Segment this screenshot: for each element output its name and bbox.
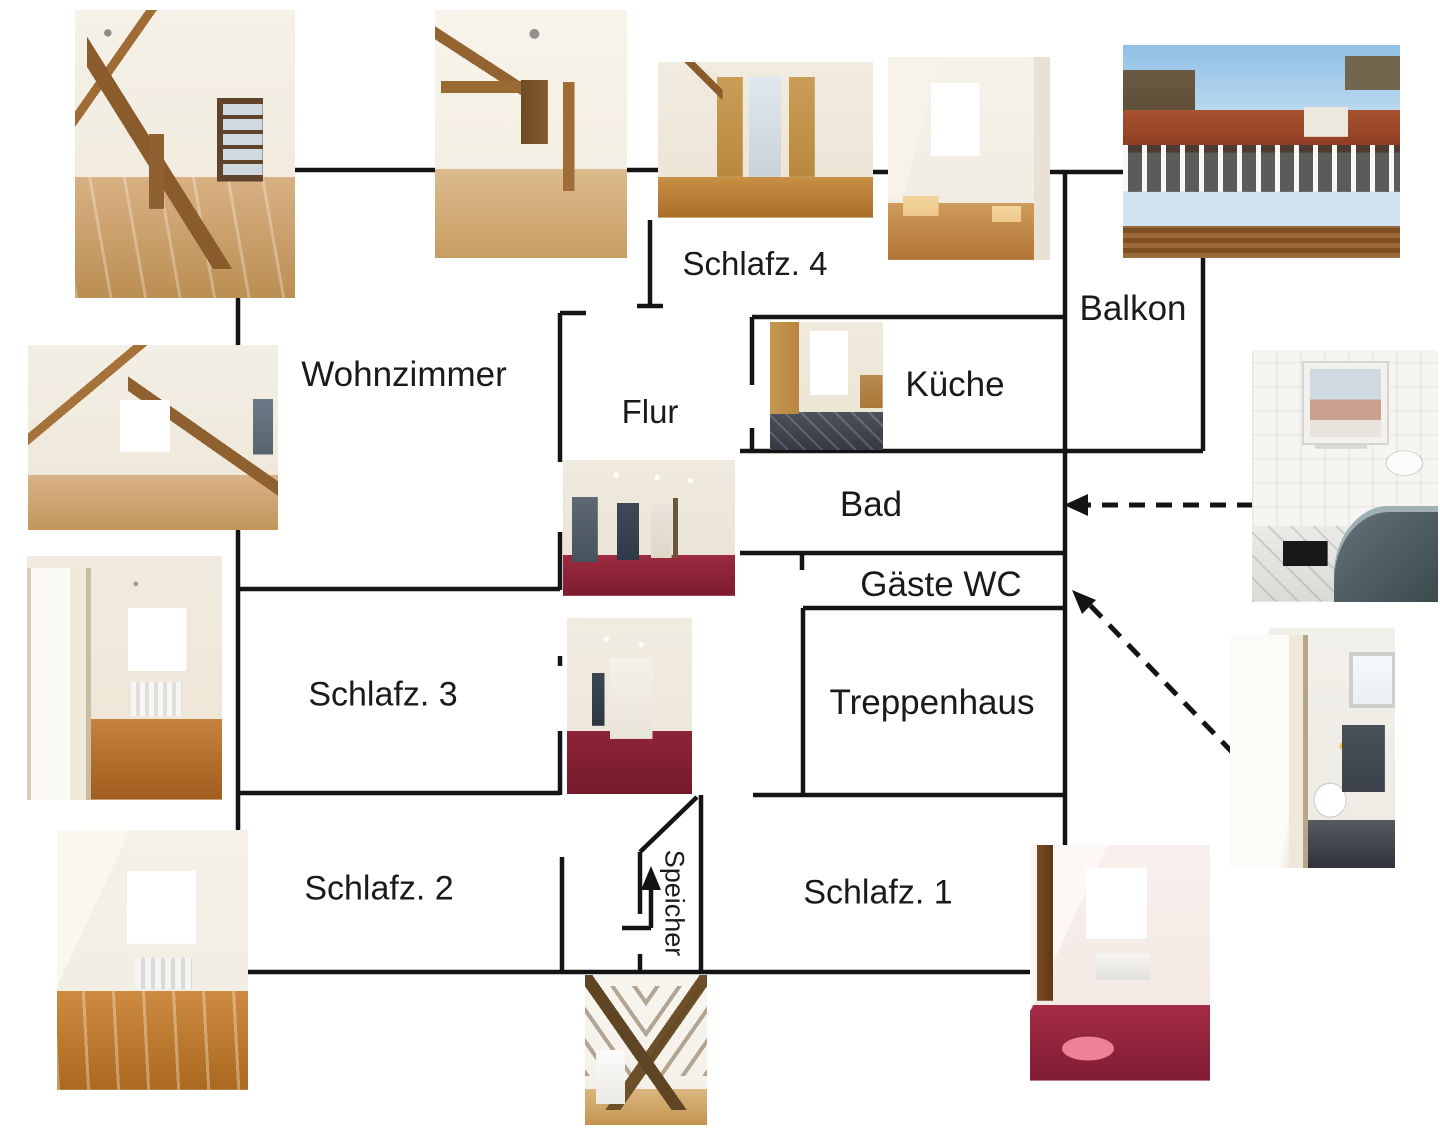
photo-flur-2 xyxy=(567,618,692,794)
photo-gaeste-wc xyxy=(1230,628,1395,868)
photo-schlafz2 xyxy=(57,830,248,1090)
photo-bad xyxy=(1252,350,1438,602)
room-label-kueche: Küche xyxy=(905,365,1005,404)
room-label-balkon: Balkon xyxy=(1079,289,1187,328)
bad-photo-arrow xyxy=(1064,494,1253,516)
room-label-schlafz4: Schlafz. 4 xyxy=(682,245,828,282)
photo-schlafz3 xyxy=(27,556,222,800)
photo-wohnzimmer-2 xyxy=(435,10,627,258)
room-label-schlafz1: Schlafz. 1 xyxy=(803,873,953,912)
photo-wohnzimmer-1 xyxy=(75,10,295,298)
room-label-gaeste-wc: Gäste WC xyxy=(860,565,1022,604)
photo-kueche xyxy=(770,322,883,450)
room-label-treppenhaus: Treppenhaus xyxy=(829,683,1035,722)
speicher-stairs-arrow xyxy=(641,866,661,928)
room-label-wohnzimmer: Wohnzimmer xyxy=(301,355,507,394)
photo-balkon xyxy=(1123,45,1400,258)
photo-flur-1 xyxy=(563,460,735,596)
photo-schlafz4-2 xyxy=(888,57,1050,260)
room-label-schlafz2: Schlafz. 2 xyxy=(304,869,454,908)
photo-wohnzimmer-3 xyxy=(28,345,278,530)
photo-speicher xyxy=(585,975,707,1125)
room-label-speicher: Speicher xyxy=(659,849,690,957)
room-label-flur: Flur xyxy=(621,393,679,430)
floorplan-walls xyxy=(238,172,1203,975)
photo-schlafz1 xyxy=(1030,845,1210,1081)
photo-schlafz4-1 xyxy=(658,62,873,218)
room-label-bad: Bad xyxy=(839,485,903,524)
gaeste-wc-photo-arrow xyxy=(1072,590,1235,755)
room-label-schlafz3: Schlafz. 3 xyxy=(308,675,458,714)
